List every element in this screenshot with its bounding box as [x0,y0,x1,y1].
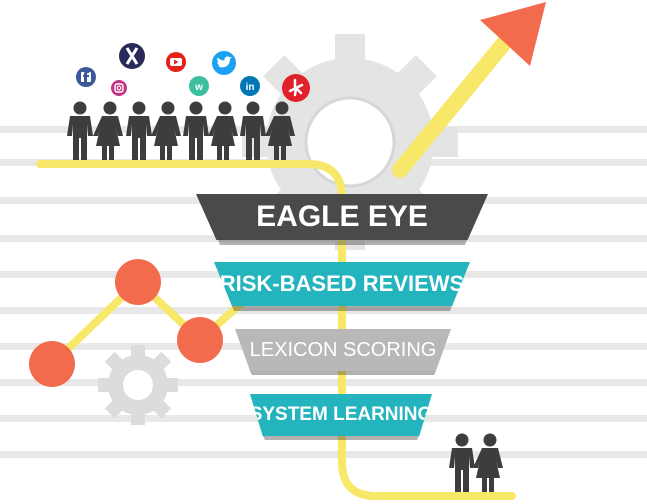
stage-banner-lexicon-scoring: LEXICON SCORING [235,329,451,371]
person-icon [183,101,209,160]
person-icon [473,433,503,492]
person-icon [67,101,93,160]
small-gear-icon [98,345,178,425]
twitter-icon [212,51,236,75]
growth-arrow [392,2,546,178]
trend-point [177,317,223,363]
svg-text:in: in [246,82,255,93]
stage-label: RISK-BASED REVIEWS [219,271,465,296]
hootsuite-icon [119,43,145,69]
stage-banner-system-learning: SYSTEM LEARNING [250,394,432,436]
result-people [449,433,503,492]
instagram-icon [111,80,127,96]
wechat-icon: w [189,76,209,96]
facebook-icon [76,67,96,87]
stage-banner-risk-based-reviews: RISK-BASED REVIEWS [214,262,470,306]
person-icon [449,433,475,492]
trend-point [29,341,75,387]
banner-shadows [218,240,467,440]
trend-point [115,259,161,305]
trend-points [29,259,223,387]
person-icon [126,101,152,160]
svg-text:w: w [194,82,203,93]
person-icon [93,101,123,160]
stage-label: SYSTEM LEARNING [249,404,433,425]
stage-label: LEXICON SCORING [249,338,437,361]
stage-label: EAGLE EYE [256,200,428,233]
linkedin-icon: in [240,76,260,96]
yelp-icon [282,74,310,102]
social-icons: w in [76,43,310,102]
stage-banner-eagle-eye: EAGLE EYE [196,194,488,240]
youtube-icon [166,52,186,72]
person-icon [151,101,181,160]
person-icon [208,101,238,160]
